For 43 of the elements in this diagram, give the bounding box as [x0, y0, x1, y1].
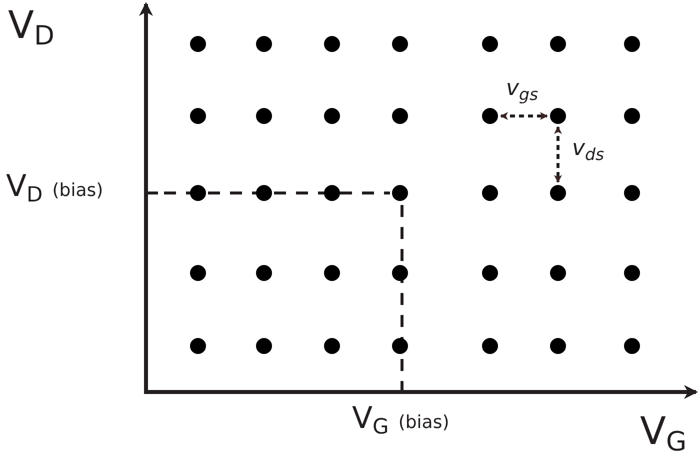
grid-dot: [256, 36, 272, 52]
grid-dot: [190, 185, 206, 201]
grid-dot: [324, 36, 340, 52]
grid-dot: [256, 338, 272, 354]
axis-label: V$_{D}$: [8, 6, 54, 50]
grid-dot: [324, 338, 340, 354]
grid-dot: [324, 185, 340, 201]
grid-dot: [256, 108, 272, 124]
grid-dot: [482, 265, 498, 281]
grid-dot: [190, 265, 206, 281]
grid-dot: [392, 265, 408, 281]
grid-dot: [190, 108, 206, 124]
grid-dot: [482, 36, 498, 52]
grid-dot: [624, 338, 640, 354]
axis-label: V$_{G}$: [640, 412, 687, 456]
grid-dot: [190, 36, 206, 52]
grid-dot: [550, 265, 566, 281]
double-arrow: [500, 112, 548, 120]
grid-dot: [324, 108, 340, 124]
grid-dot: [324, 265, 340, 281]
edge-label: v$_{ds}$: [572, 138, 604, 164]
grid-dot: [392, 36, 408, 52]
grid-dot: [550, 108, 566, 124]
grid-dot: [482, 185, 498, 201]
grid-dot: [550, 36, 566, 52]
grid-dot: [482, 108, 498, 124]
double-arrow: [554, 126, 562, 183]
grid-dot: [190, 338, 206, 354]
grid-dot: [392, 108, 408, 124]
grid-dot: [550, 338, 566, 354]
grid-dot: [550, 185, 566, 201]
grid-dot: [624, 108, 640, 124]
bias-label: V$_{G}$ (bias): [352, 404, 450, 438]
grid-dot: [482, 338, 498, 354]
grid-dot: [624, 185, 640, 201]
grid-dot: [256, 265, 272, 281]
grid-dot: [256, 185, 272, 201]
grid-dot: [624, 36, 640, 52]
bias-label: V$_{D}$ (bias): [6, 172, 104, 206]
grid-dot: [392, 338, 408, 354]
grid-dot: [624, 265, 640, 281]
grid-dot: [392, 185, 408, 201]
edge-label: v$_{gs}$: [506, 78, 538, 104]
